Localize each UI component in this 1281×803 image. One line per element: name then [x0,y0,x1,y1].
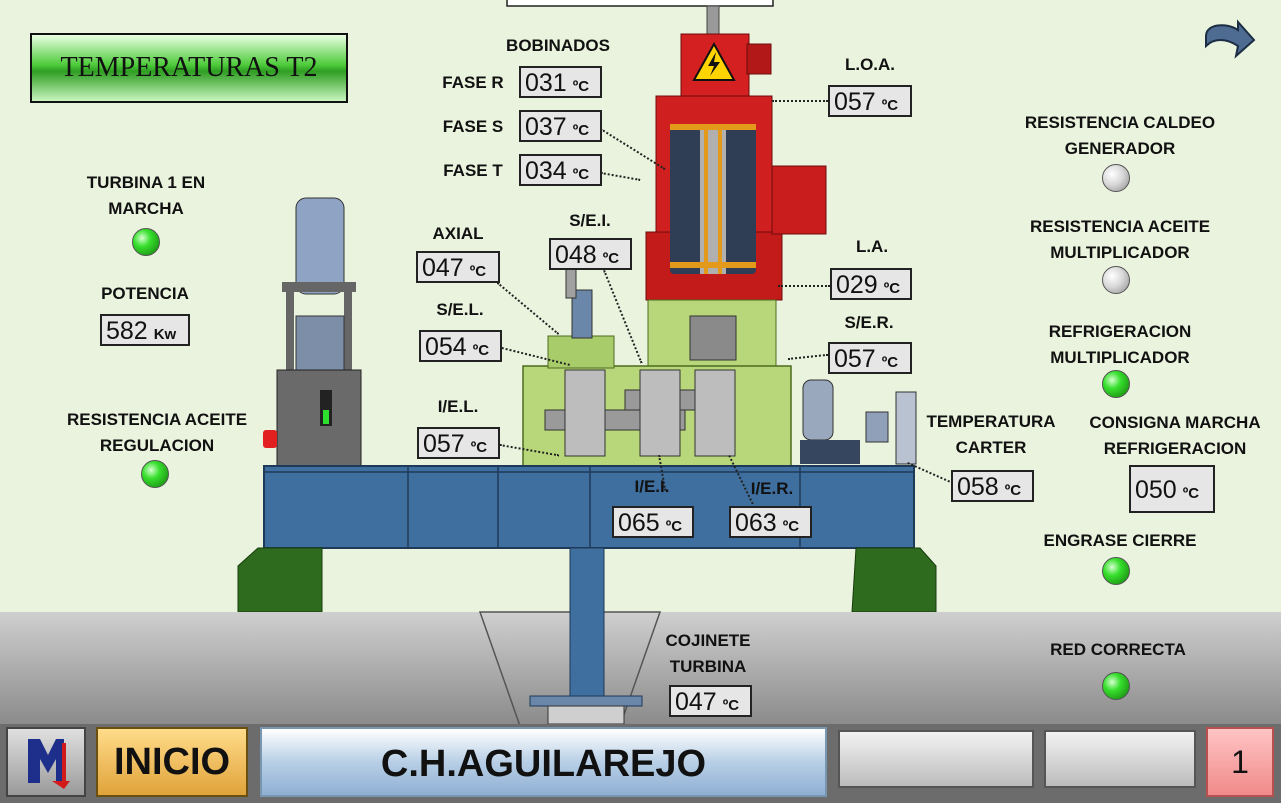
refrig-multiplicador-led [1102,370,1130,398]
axial-temp: 047 ºC [416,251,500,283]
sei-label: S/E.I. [569,211,611,230]
resist-aceite-regulacion-led [141,460,169,488]
leader-line [772,100,828,102]
potencia-value: 582 [106,317,148,345]
resist-aceite-multiplicador-label: RESISTENCIA ACEITE MULTIPLICADOR [1029,217,1211,262]
iel-temp: 057 ºC [417,427,500,459]
iei-label: I/E.I. [634,477,670,496]
potencia-label: POTENCIA [101,284,189,303]
red-correcta-label: RED CORRECTA [1050,640,1186,659]
fase-r-temp: 031 ºC [519,66,602,98]
high-voltage-warning-icon [692,42,736,81]
unit: Kw [153,326,177,343]
unit: ºC [602,250,620,267]
company-logo-icon[interactable] [6,727,86,797]
cojinete-label: COJINETE TURBINA [665,631,751,676]
nav-button-empty-1[interactable] [838,730,1034,788]
fase-r-value: 031 [525,69,567,97]
bobinados-label: BOBINADOS [506,36,610,55]
sei-temp: 048 ºC [549,238,632,270]
turbina-marcha-label: TURBINA 1 EN MARCHA [86,173,206,218]
ier-value: 063 [735,509,777,537]
station-name-banner: C.H.AGUILAREJO [260,727,827,797]
cojinete-temp: 047 ºC [669,685,752,717]
engrase-cierre-label: ENGRASE CIERRE [1043,531,1197,550]
fase-s-value: 037 [525,113,567,141]
ser-label: S/E.R. [844,313,894,332]
axial-label: AXIAL [432,224,484,243]
unit: ºC [470,439,488,456]
nav-button-empty-2[interactable] [1044,730,1196,788]
iel-label: I/E.L. [437,397,479,416]
la-value: 029 [836,271,878,299]
ser-value: 057 [834,345,876,373]
turbina-marcha-led [132,228,160,256]
consigna-value: 050 [1135,476,1177,504]
red-correcta-led [1102,672,1130,700]
resist-caldeo-generador-led [1102,164,1130,192]
carter-temp: 058 ºC [951,470,1034,502]
unit: ºC [881,354,899,371]
consigna-readout[interactable]: 050 ºC [1129,465,1215,513]
carter-value: 058 [957,473,999,501]
unit: ºC [469,263,487,280]
fase-r-label: FASE R [442,73,504,92]
sel-value: 054 [425,333,467,361]
fase-t-label: FASE T [443,161,503,180]
la-temp: 029 ºC [830,268,912,300]
sel-label: S/E.L. [436,300,484,319]
axial-value: 047 [422,254,464,282]
la-label: L.A. [855,237,889,256]
fase-s-label: FASE S [442,117,504,136]
iei-temp: 065 ºC [612,506,694,538]
back-arrow-icon[interactable] [1196,18,1260,70]
engrase-cierre-led [1102,557,1130,585]
page-title: TEMPERATURAS T2 [30,33,348,103]
resist-aceite-multiplicador-led [1102,266,1130,294]
sei-value: 048 [555,241,597,269]
ier-label: I/E.R. [750,479,794,498]
sel-temp: 054 ºC [419,330,502,362]
unit: ºC [572,122,590,139]
iei-value: 065 [618,509,660,537]
unit: ºC [472,342,490,359]
page-number-button[interactable]: 1 [1206,727,1274,797]
loa-value: 057 [834,88,876,116]
consigna-label: CONSIGNA MARCHA REFRIGERACION [1089,413,1261,458]
inicio-button[interactable]: INICIO [96,727,248,797]
unit: ºC [1182,485,1200,502]
unit: ºC [883,280,901,297]
unit: ºC [782,518,800,535]
fase-t-value: 034 [525,157,567,185]
fase-s-temp: 037 ºC [519,110,602,142]
resist-aceite-regulacion-label: RESISTENCIA ACEITE REGULACION [66,410,248,455]
unit: ºC [572,166,590,183]
unit: ºC [665,518,683,535]
cojinete-value: 047 [675,688,717,716]
loa-temp: 057 ºC [828,85,912,117]
unit: ºC [722,697,740,714]
resist-caldeo-generador-label: RESISTENCIA CALDEO GENERADOR [1024,113,1216,158]
unit: ºC [1004,482,1022,499]
iel-value: 057 [423,430,465,458]
ser-temp: 057 ºC [828,342,912,374]
turbine-shaft-illustration [478,548,662,727]
potencia-readout: 582 Kw [100,314,190,346]
unit: ºC [881,97,899,114]
leader-line [778,285,830,287]
logo-icon [28,739,70,789]
ier-temp: 063 ºC [729,506,812,538]
unit: ºC [572,78,590,95]
loa-label: L.O.A. [844,55,896,74]
fase-t-temp: 034 ºC [519,154,602,186]
carter-label: TEMPERATURA CARTER [926,412,1056,457]
refrig-multiplicador-label: REFRIGERACION MULTIPLICADOR [1048,322,1192,367]
